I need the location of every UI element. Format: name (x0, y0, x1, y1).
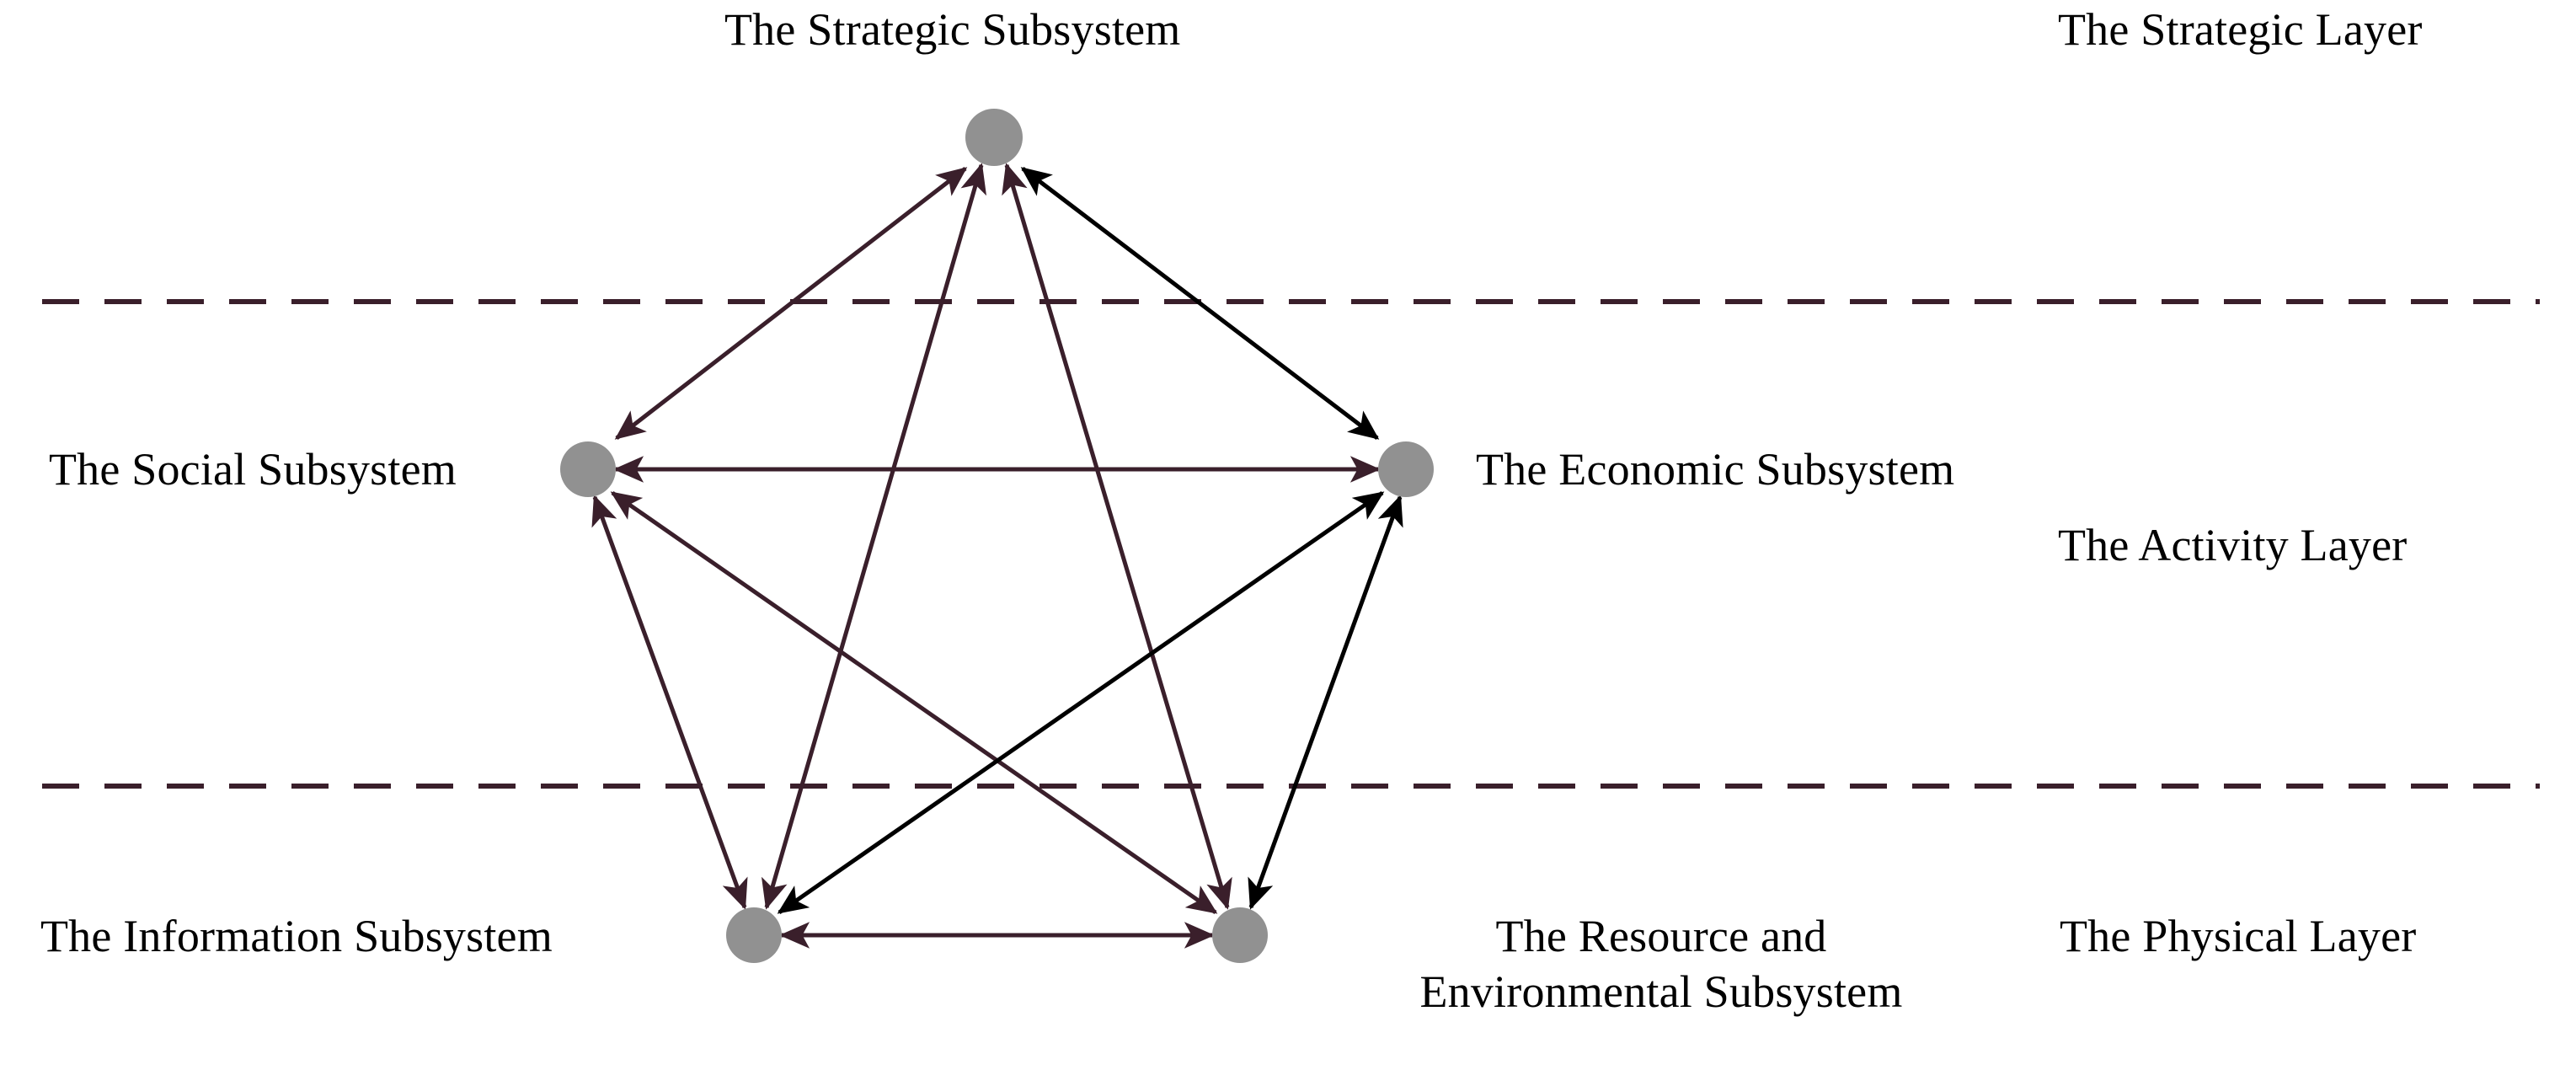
layer-label-physical: The Physical Layer (2060, 911, 2417, 961)
node-social[interactable] (560, 441, 616, 497)
node-label-resource-line2: Environmental Subsystem (1419, 966, 1903, 1017)
node-strategic[interactable] (965, 109, 1023, 166)
node-label-strategic: The Strategic Subsystem (724, 4, 1181, 55)
node-label-economic: The Economic Subsystem (1476, 444, 1955, 495)
edge-social-resource (610, 490, 1218, 915)
nodes (560, 109, 1434, 963)
edge-strategic-resource (1002, 163, 1232, 910)
node-information[interactable] (726, 907, 782, 963)
layer-label-strategic: The Strategic Layer (2058, 4, 2423, 55)
edge-economic-resource (1248, 495, 1403, 910)
node-label-information: The Information Subsystem (40, 911, 553, 961)
node-label-resource-line1: The Resource and (1495, 911, 1827, 961)
edge-social-information (591, 495, 748, 910)
edges (591, 163, 1403, 949)
node-label-social: The Social Subsystem (49, 444, 457, 495)
node-resource[interactable] (1212, 907, 1268, 963)
node-label-resource: The Resource and Environmental Subsystem (1349, 908, 1973, 1019)
layer-label-activity: The Activity Layer (2058, 520, 2408, 570)
node-economic[interactable] (1378, 441, 1434, 497)
